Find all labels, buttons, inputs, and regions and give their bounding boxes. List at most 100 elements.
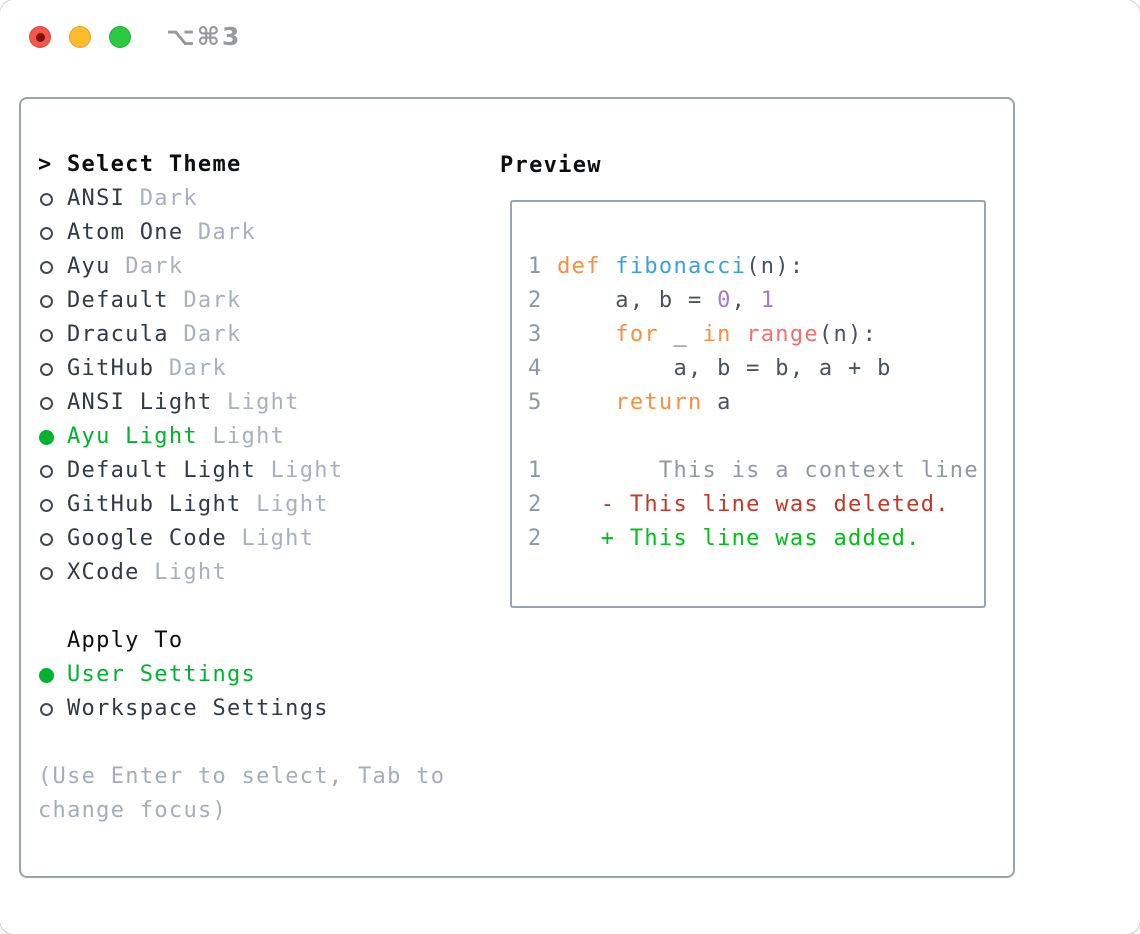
apply-to-title: Apply To <box>67 628 184 653</box>
code-token-default <box>543 390 616 415</box>
code-line: 1 This is a context line. <box>528 454 984 488</box>
radio-icon <box>40 328 53 342</box>
radio-icon <box>40 294 53 308</box>
traffic-light-minimize-button[interactable] <box>69 26 91 48</box>
code-token-number: 0 <box>717 288 732 313</box>
code-token-context: This is a context line. <box>542 458 986 483</box>
blank-line <box>528 420 984 454</box>
code-token-default: (n): <box>746 254 805 279</box>
traffic-light-zoom-button[interactable] <box>109 26 131 48</box>
option-label: ANSI <box>67 186 126 211</box>
radio-icon <box>40 702 53 716</box>
radio-selected-icon <box>39 429 54 445</box>
code-token-call: range <box>746 322 819 347</box>
option-label: Ayu Light <box>67 424 198 449</box>
traffic-light-close-button[interactable] <box>29 26 51 48</box>
line-number: 2 <box>528 492 543 517</box>
theme-option-default-light[interactable]: Default Light Light <box>38 454 483 488</box>
apply-to-header: Apply To <box>38 624 483 658</box>
theme-option-default[interactable]: Default Dark <box>38 284 483 318</box>
line-number: 1 <box>528 458 543 483</box>
theme-variant-tag: Light <box>270 458 344 483</box>
option-label: GitHub <box>67 356 155 381</box>
theme-option-ayu-light[interactable]: Ayu Light Light <box>38 420 483 454</box>
code-token-keyword: def <box>557 254 601 279</box>
theme-variant-tag: Dark <box>197 220 257 245</box>
code-token-default <box>732 322 747 347</box>
radio-icon <box>40 464 53 478</box>
theme-option-github-light[interactable]: GitHub Light Light <box>38 488 483 522</box>
code-line: 2 - This line was deleted. <box>528 488 984 522</box>
code-token-keyword: in <box>702 322 732 347</box>
theme-variant-tag: Dark <box>183 322 242 347</box>
code-token-keyword: return <box>615 390 703 415</box>
code-token-default: _ <box>658 322 703 347</box>
code-line: 2 a, b = 0, 1 <box>528 284 984 318</box>
theme-option-atom-one[interactable]: Atom One Dark <box>38 216 483 250</box>
theme-variant-tag: Light <box>256 492 329 517</box>
option-label: User Settings <box>67 662 257 687</box>
line-number: 3 <box>528 322 543 347</box>
radio-icon <box>40 532 53 546</box>
code-token-default: a, b = <box>542 288 718 313</box>
code-line: 2 + This line was added. <box>528 522 984 556</box>
line-number: 2 <box>528 526 543 551</box>
code-token-default <box>543 322 616 347</box>
option-label: Workspace Settings <box>67 696 329 721</box>
theme-option-dracula[interactable]: Dracula Dark <box>38 318 483 352</box>
option-label: ANSI Light <box>67 390 213 415</box>
code-token-default: a <box>702 390 732 415</box>
code-line: 1 def fibonacci(n): <box>528 250 984 284</box>
theme-option-google-code[interactable]: Google Code Light <box>38 522 483 556</box>
theme-variant-tag: Light <box>154 560 228 585</box>
theme-variant-tag: Dark <box>139 186 198 211</box>
code-token-function: fibonacci <box>615 254 747 279</box>
theme-option-ansi-light[interactable]: ANSI Light Light <box>38 386 483 420</box>
apply-option-user-settings[interactable]: User Settings <box>38 658 483 692</box>
theme-option-ansi[interactable]: ANSI Dark <box>38 182 483 216</box>
window-title: ⌥⌘3 <box>166 22 242 51</box>
code-token-default: (n): <box>818 322 878 347</box>
option-label: Dracula <box>67 322 169 347</box>
option-label: Atom One <box>67 220 184 245</box>
radio-icon <box>40 260 53 274</box>
option-label: Default <box>67 288 169 313</box>
radio-selected-icon <box>39 667 54 683</box>
code-token-deleted: - This line was deleted. <box>542 492 950 517</box>
theme-option-xcode[interactable]: XCode Light <box>38 556 483 590</box>
line-number: 4 <box>528 356 543 381</box>
radio-icon <box>40 566 53 580</box>
spacer <box>38 726 483 760</box>
theme-variant-tag: Dark <box>183 288 242 313</box>
theme-variant-tag: Light <box>241 526 315 551</box>
apply-option-workspace-settings[interactable]: Workspace Settings <box>38 692 483 726</box>
theme-variant-tag: Dark <box>125 254 184 279</box>
code-token-default: , <box>731 288 761 313</box>
line-number: 2 <box>528 288 543 313</box>
radio-icon <box>40 498 53 512</box>
code-line: 4 a, b = b, a + b <box>528 352 984 386</box>
code-token-default <box>601 254 616 279</box>
close-dot-icon <box>35 32 45 42</box>
code-token-number: 1 <box>760 288 776 313</box>
preview-column: Preview 1 def fibonacci(n):2 a, b = 0, 1… <box>500 148 986 608</box>
select-theme-header: > Select Theme <box>38 148 483 182</box>
code-token-added: + This line was added. <box>542 526 921 551</box>
theme-option-github[interactable]: GitHub Dark <box>38 352 483 386</box>
code-token-default <box>543 254 558 279</box>
hint-text: (Use Enter to select, Tab to change focu… <box>38 764 446 823</box>
titlebar: ⌥⌘3 <box>0 0 1140 74</box>
theme-option-ayu[interactable]: Ayu Dark <box>38 250 483 284</box>
radio-icon <box>40 362 53 376</box>
option-label: Default Light <box>67 458 257 483</box>
prompt-icon: > <box>38 152 53 177</box>
radio-icon <box>40 226 53 240</box>
option-label: XCode <box>67 560 140 585</box>
theme-variant-tag: Dark <box>168 356 228 381</box>
